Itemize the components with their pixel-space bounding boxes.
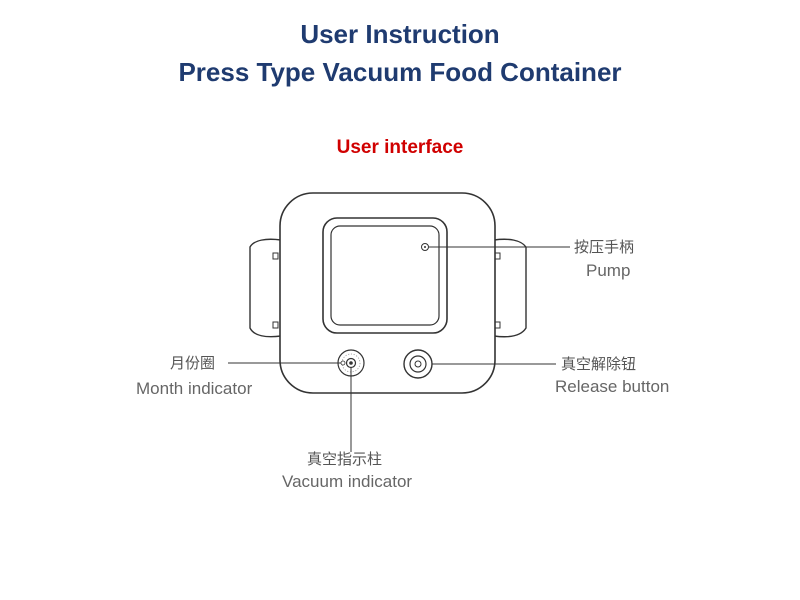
right-clip [493, 238, 527, 338]
left-clip [249, 238, 282, 338]
pump-label-cn: 按压手柄 [574, 238, 635, 256]
vacuum-label-en: Vacuum indicator [282, 472, 413, 491]
pump-label-en: Pump [586, 261, 631, 280]
vacuum-label-cn: 真空指示柱 [307, 450, 383, 468]
release-label-en: Release button [555, 377, 670, 396]
title-line-2: Press Type Vacuum Food Container [178, 57, 622, 87]
left-clip-hinge-top [272, 252, 279, 260]
month-label-cn: 月份圈 [170, 354, 216, 372]
subtitle: User interface [336, 137, 464, 158]
title-line-1: User Instruction [300, 19, 500, 49]
release-button[interactable] [403, 349, 433, 379]
pump-marker-center [424, 246, 426, 248]
month-label-en: Month indicator [136, 379, 253, 398]
left-clip-hinge-bottom [272, 321, 279, 329]
pump-handle-inner[interactable] [330, 225, 440, 326]
release-label-cn: 真空解除钮 [561, 355, 637, 373]
month-marker-dot [340, 360, 346, 366]
